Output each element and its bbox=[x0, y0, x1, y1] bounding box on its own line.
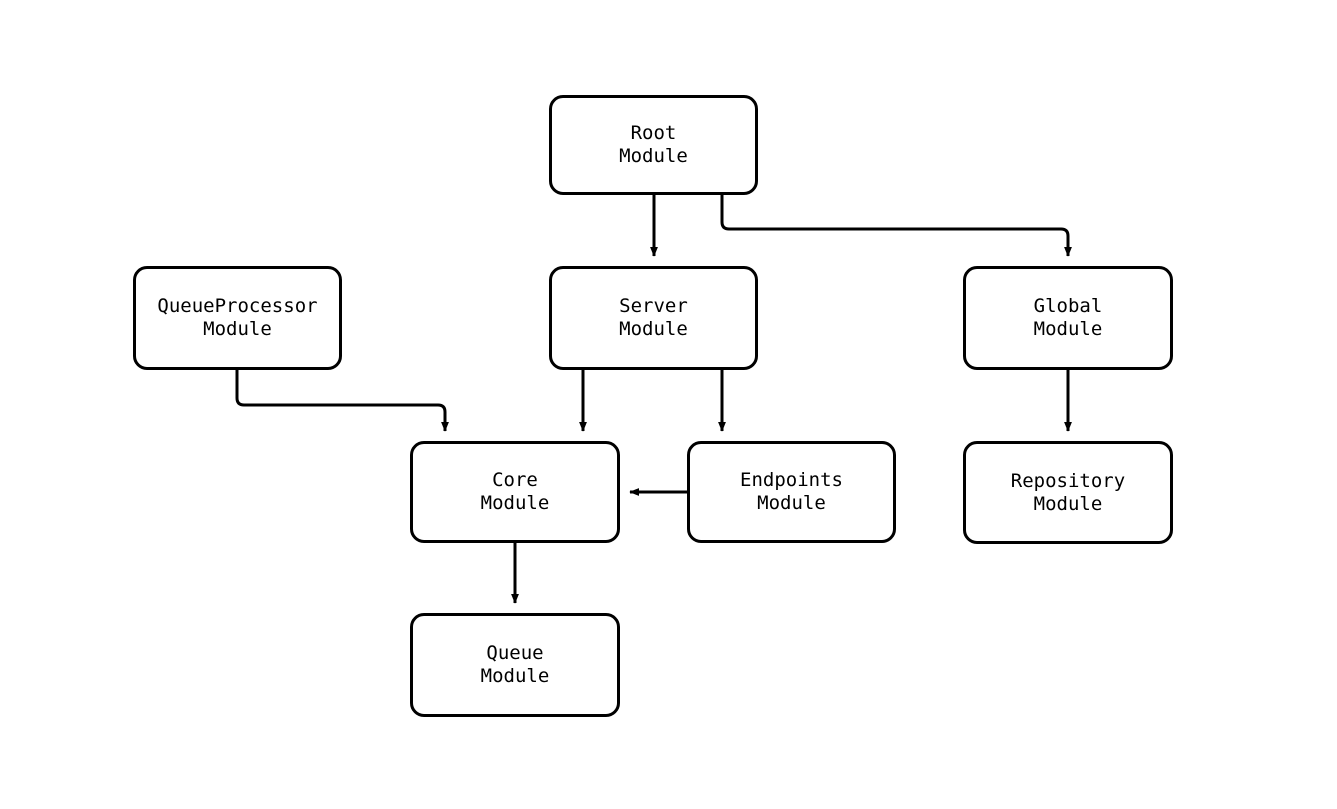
node-core-module[interactable]: Core Module bbox=[410, 441, 620, 543]
node-root-module-label: Root Module bbox=[619, 122, 688, 167]
node-endpoints-module-label: Endpoints Module bbox=[740, 469, 843, 514]
node-queue-module[interactable]: Queue Module bbox=[410, 613, 620, 717]
edge-root-to-global bbox=[720, 195, 1072, 257]
node-queueprocessor-module-label: QueueProcessor Module bbox=[157, 295, 318, 340]
node-server-module-label: Server Module bbox=[619, 295, 688, 340]
node-queue-module-label: Queue Module bbox=[480, 642, 550, 687]
node-queueprocessor-module[interactable]: QueueProcessor Module bbox=[133, 266, 342, 370]
node-core-module-label: Core Module bbox=[480, 469, 550, 514]
node-global-module[interactable]: Global Module bbox=[963, 266, 1173, 370]
node-repository-module[interactable]: Repository Module bbox=[963, 441, 1173, 544]
node-endpoints-module[interactable]: Endpoints Module bbox=[687, 441, 896, 543]
edge-queueprocessor-to-core bbox=[235, 370, 449, 432]
node-server-module[interactable]: Server Module bbox=[549, 266, 758, 370]
node-global-module-label: Global Module bbox=[1033, 295, 1103, 340]
node-repository-module-label: Repository Module bbox=[1010, 469, 1126, 515]
node-root-module[interactable]: Root Module bbox=[549, 95, 758, 195]
